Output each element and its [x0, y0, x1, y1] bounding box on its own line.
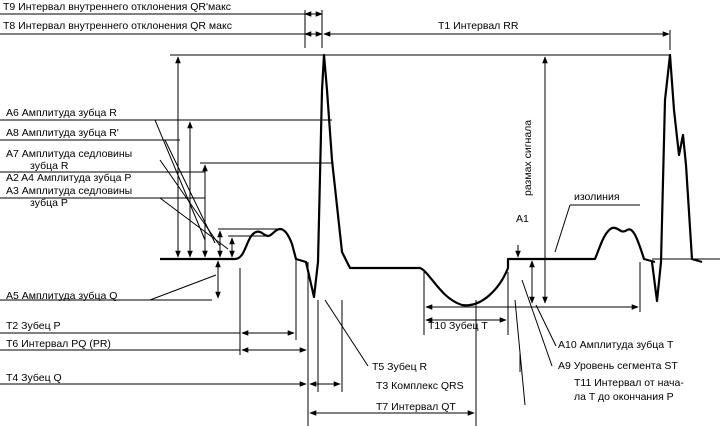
t5-label: T5 Зубец R: [372, 361, 428, 373]
t3-label: T3 Комплекс QRS: [376, 380, 464, 392]
a9-label: A9 Уровень сегмента ST: [558, 360, 678, 372]
t10-label: T10 Зубец T: [428, 320, 488, 332]
izoliniya-label: изолиния: [574, 191, 620, 203]
a7-label-line1: A7 Амплитуда седловины: [6, 148, 132, 160]
a9-leader: [521, 279, 553, 367]
t1-label: T1 Интервал RR: [438, 20, 519, 32]
a1-label: A1: [516, 213, 529, 225]
a10-label: A10 Амплитуда зубца T: [558, 339, 674, 351]
a10-leader: [535, 304, 557, 347]
razmah-label: размах сигнала: [522, 120, 534, 196]
t7-label: T7 Интервал QT: [376, 401, 456, 413]
a5-label: A5 Амплитуда зубца Q: [6, 290, 117, 302]
ecg-waveform-1: [160, 53, 656, 307]
isoline-leader: [554, 204, 571, 253]
ecg-waveform-2: [650, 53, 703, 303]
a3-label-line1: A3 Амплитуда седловины: [6, 185, 132, 197]
t5-leader: [324, 299, 369, 367]
a7-label-line2: зубца R: [30, 160, 69, 172]
a2a4-label: A2 A4 Амплитуда зубца P: [6, 172, 131, 184]
t8-label: T8 Интервал внутреннего отклонения QR ма…: [3, 20, 232, 32]
a6-label: A6 Амплитуда зубца R: [6, 107, 117, 119]
a8-label: A8 Амплитуда зубца R': [6, 127, 119, 139]
t9-label: T9 Интервал внутреннего отклонения QR'ма…: [3, 1, 231, 13]
t4-label: T4 Зубец Q: [6, 372, 62, 384]
t6-label: T6 Интервал PQ (PR): [6, 338, 111, 350]
a3-label-line2: зубца P: [30, 197, 68, 209]
t2-label: T2 Зубец P: [6, 320, 61, 332]
t11-label-line2: ла T до окончания P: [574, 391, 674, 403]
t11-label-line1: T11 Интервал от нача-: [574, 377, 684, 389]
